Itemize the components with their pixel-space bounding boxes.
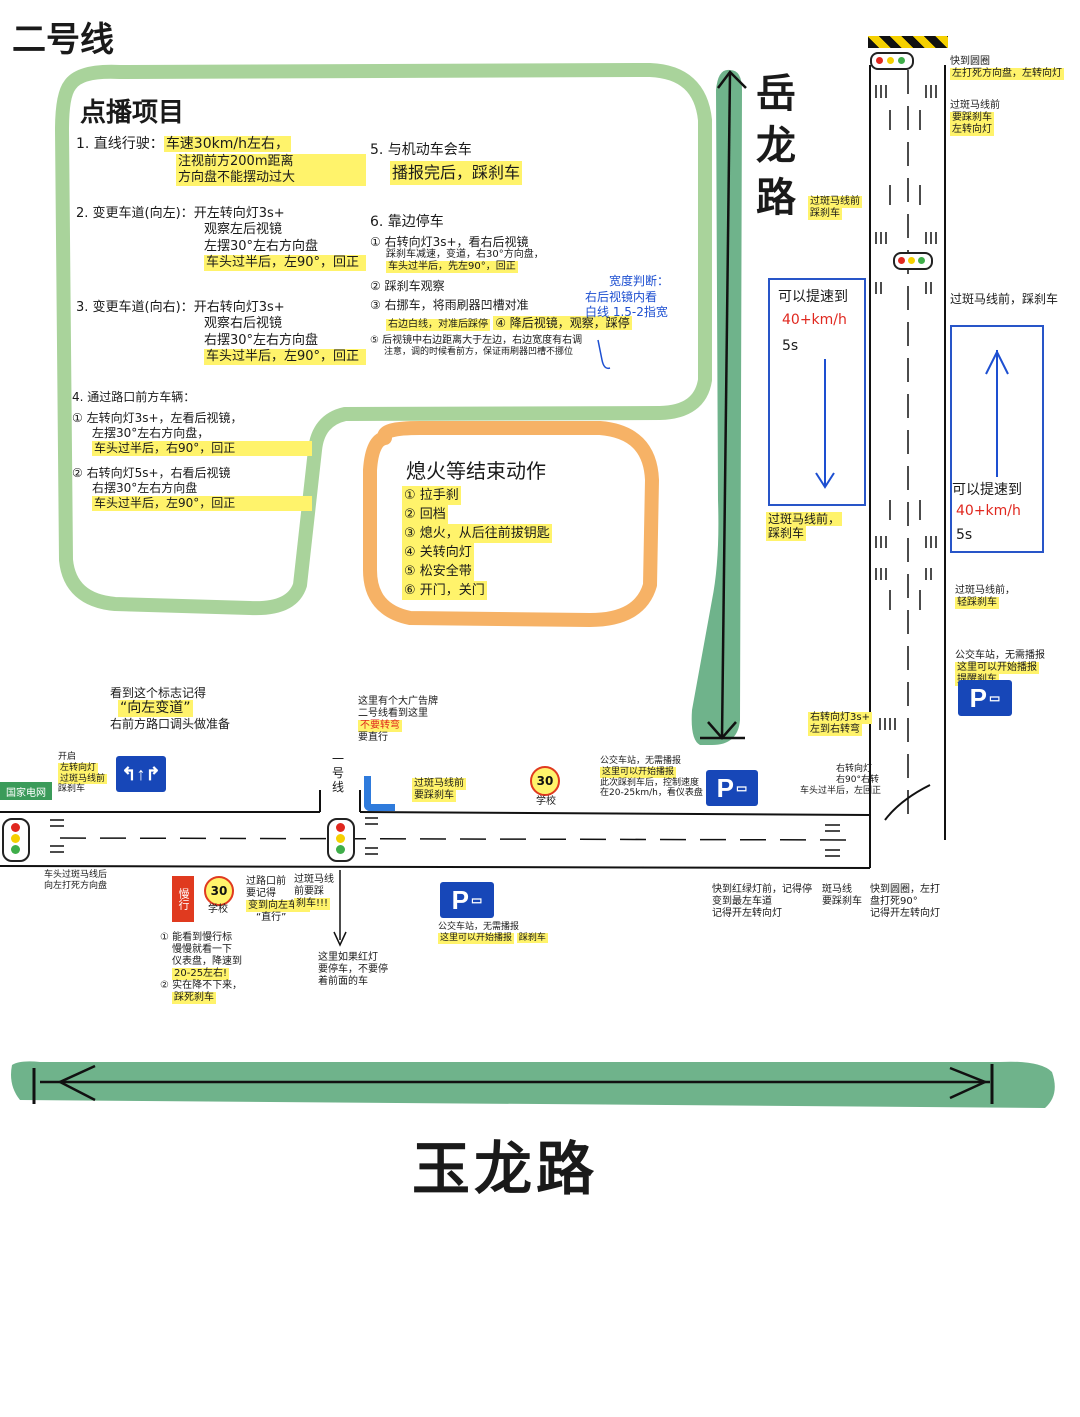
note-zebra-4: 过斑马线前， 踩刹车 bbox=[766, 512, 843, 541]
note-lane-sign: 看到这个标志记得 “向左变道” 右前方路口调头做准备 bbox=[110, 686, 231, 732]
note-zebra-2: 过斑马线前 踩刹车 bbox=[808, 196, 862, 220]
note-zebra-1: 过斑马线前 要踩刹车 左转向灯 bbox=[950, 100, 1000, 136]
state-grid-sign: 国家电网 bbox=[0, 782, 52, 800]
width-judgement-note: 宽度判断： 右后视镜内看 白线 1.5-2指宽 bbox=[585, 274, 670, 320]
vertical-zebras bbox=[875, 85, 937, 730]
slow-sign: 慢行 bbox=[172, 876, 194, 922]
note-traffic-light-left: 快到红绿灯前，记得停 变到最左车道 记得开左转向灯 bbox=[712, 884, 812, 919]
traffic-light-icon bbox=[2, 818, 30, 862]
roundabout-barrier bbox=[868, 36, 948, 48]
note-zebra-5: 过斑马线前， 轻踩刹车 bbox=[955, 585, 1015, 609]
note-zebra-bottom: 过斑马线 前要踩 刹车!!! bbox=[294, 874, 334, 910]
traffic-light-icon bbox=[870, 52, 914, 70]
school-label: 学校 bbox=[208, 904, 228, 915]
yuelong-arrow-line bbox=[720, 71, 732, 739]
traffic-light-icon bbox=[327, 818, 355, 862]
speed-up-box: 可以提速到 40+km/h 5s bbox=[768, 278, 866, 506]
item-straight-driving: 1. 直线行驶：车速30km/h左右， 注视前方200m距离 方向盘不能摆动过大 bbox=[76, 136, 366, 186]
speed-limit-sign: 30 bbox=[204, 876, 234, 906]
panel-heading: 点播项目 bbox=[80, 98, 185, 128]
bus-parking-sign: P▭ bbox=[958, 680, 1012, 716]
straight-lane-sign bbox=[364, 776, 395, 811]
speed-limit-sign: 30 bbox=[530, 766, 560, 796]
item-lane-change-left: 2. 变更车道(向左)：开左转向灯3s+ 观察左后视镜 左摆30°左右方向盘 车… bbox=[76, 206, 366, 271]
item-meet-vehicle: 5. 与机动车会车 播报完后，踩刹车 bbox=[370, 140, 523, 185]
end-actions-heading: 熄火等结束动作 bbox=[406, 459, 546, 483]
horizontal-street bbox=[0, 790, 871, 869]
item-pull-over: 6. 靠边停车 ① 右转向灯3s+，看右后视镜 踩刹车减速，变道，右30°方向盘… bbox=[370, 214, 632, 357]
line1-label: 一号线 bbox=[332, 752, 345, 794]
note-start: 开启 左转向灯 过斑马线前 踩刹车 bbox=[58, 752, 108, 795]
item-intersection: 4. 通过路口前方车辆： ① 左转向灯3s+，左看后视镜， 左摆30°左右方向盘… bbox=[72, 390, 312, 511]
page-title: 二号线 bbox=[12, 20, 114, 60]
note-right-turn-2: 右转向灯 右90°右转 车头过半后，左回正 bbox=[800, 764, 882, 796]
note-red-light: 这里如果红灯 要停车，不要停 着前面的车 bbox=[318, 952, 388, 987]
note-zebra-3: 过斑马线前，踩刹车 bbox=[950, 292, 1059, 306]
note-zebra-right: 斑马线 要踩刹车 bbox=[822, 884, 862, 907]
note-right-turn: 右转向灯3s+ 左到右转弯 bbox=[808, 712, 872, 736]
end-actions-list: ① 拉手刹 ② 回档 ③ 熄火，从后往前拔钥匙 ④ 关转向灯 ⑤ 松安全带 ⑥ … bbox=[402, 486, 552, 600]
road-label-yulong: 玉龙路 bbox=[412, 1135, 599, 1203]
traffic-light-icon bbox=[893, 252, 933, 270]
yulong-road-band bbox=[11, 1061, 1055, 1108]
bus-parking-sign: P▭ bbox=[440, 882, 494, 918]
vertical-street bbox=[869, 65, 946, 840]
vertical-lane-arrows bbox=[889, 110, 921, 610]
horizontal-zebras bbox=[50, 817, 840, 857]
item-lane-change-right: 3. 变更车道(向右)：开右转向灯3s+ 观察右后视镜 右摆30°左右方向盘 车… bbox=[76, 300, 366, 365]
bus-parking-sign: P▭ bbox=[706, 770, 758, 806]
orange-panel-outline bbox=[363, 421, 659, 627]
school-label: 学校 bbox=[536, 796, 556, 807]
lane-direction-sign: ↰↑↱ bbox=[116, 756, 166, 792]
speed-up-box: 可以提速到 40+km/h 5s bbox=[950, 325, 1044, 553]
note-uturn: 车头过斑马线后 向左打死方向盘 bbox=[44, 870, 108, 891]
note-roundabout-bottom: 快到圆圈，左打 盘打死90° 记得开左转向灯 bbox=[870, 884, 940, 919]
note-zebra-mid: 过斑马线前 要踩刹车 bbox=[412, 778, 466, 802]
yuelong-road-band bbox=[691, 69, 742, 746]
road-label-yuelong: 岳龙路 bbox=[756, 71, 796, 221]
up-arrow-icon bbox=[985, 349, 1009, 477]
note-bus-station-2: 公交车站，无需播报 这里可以开始播报 踩刹车 bbox=[438, 922, 548, 944]
down-arrow-icon bbox=[815, 359, 835, 489]
note-bus-station-1: 公交车站，无需播报 这里可以开始播报 此次踩刹车后，控制速度 在20-25km/… bbox=[600, 756, 703, 799]
note-slow-down: ① 能看到慢行标 慢慢就看一下 仪表盘，降速到 20-25左右! ② 实在降不下… bbox=[160, 932, 243, 1004]
green-panel-outline bbox=[55, 63, 712, 616]
note-billboard: 这里有个大广告牌 二号线看到这里 不要转弯 要直行 bbox=[358, 696, 438, 743]
note-roundabout: 快到圆圈 左打死方向盘，左转向灯 bbox=[950, 56, 1064, 80]
